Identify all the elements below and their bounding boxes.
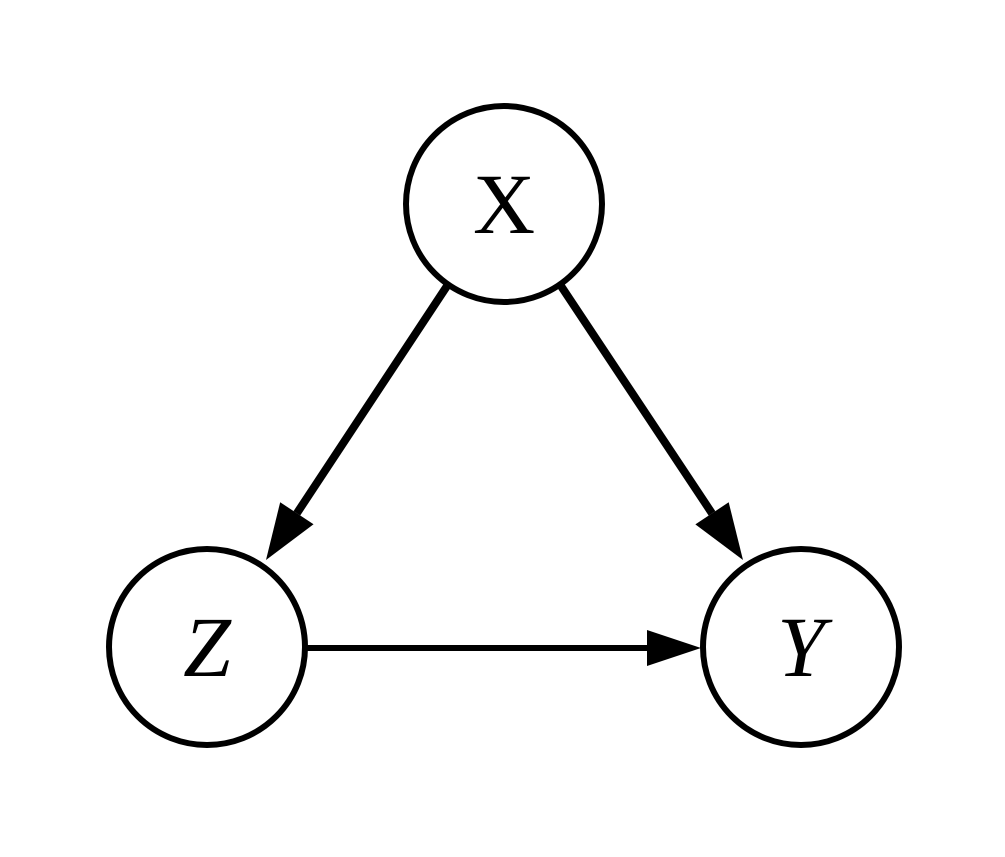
node-z-label: Z bbox=[183, 599, 232, 695]
node-y-circle bbox=[700, 546, 902, 748]
edge-x-to-y-arrowhead bbox=[695, 502, 743, 560]
node-x-circle bbox=[403, 103, 605, 305]
edge-z-to-y[interactable] bbox=[306, 630, 701, 666]
node-x-label: X bbox=[473, 156, 535, 252]
node-x[interactable]: X bbox=[403, 103, 605, 305]
edge-x-to-y[interactable] bbox=[557, 283, 743, 560]
edge-x-to-z-arrowhead bbox=[266, 502, 314, 560]
node-z-circle bbox=[106, 546, 308, 748]
node-z[interactable]: Z bbox=[106, 546, 308, 748]
node-layer: X Z Y bbox=[106, 103, 902, 748]
edge-z-to-y-arrowhead bbox=[647, 630, 701, 666]
edge-x-to-y-line bbox=[557, 283, 716, 516]
edge-x-to-z[interactable] bbox=[266, 283, 451, 560]
node-y-label: Y bbox=[777, 599, 833, 695]
edge-x-to-z-line bbox=[293, 283, 451, 516]
edge-layer bbox=[266, 283, 743, 666]
node-y[interactable]: Y bbox=[700, 546, 902, 748]
